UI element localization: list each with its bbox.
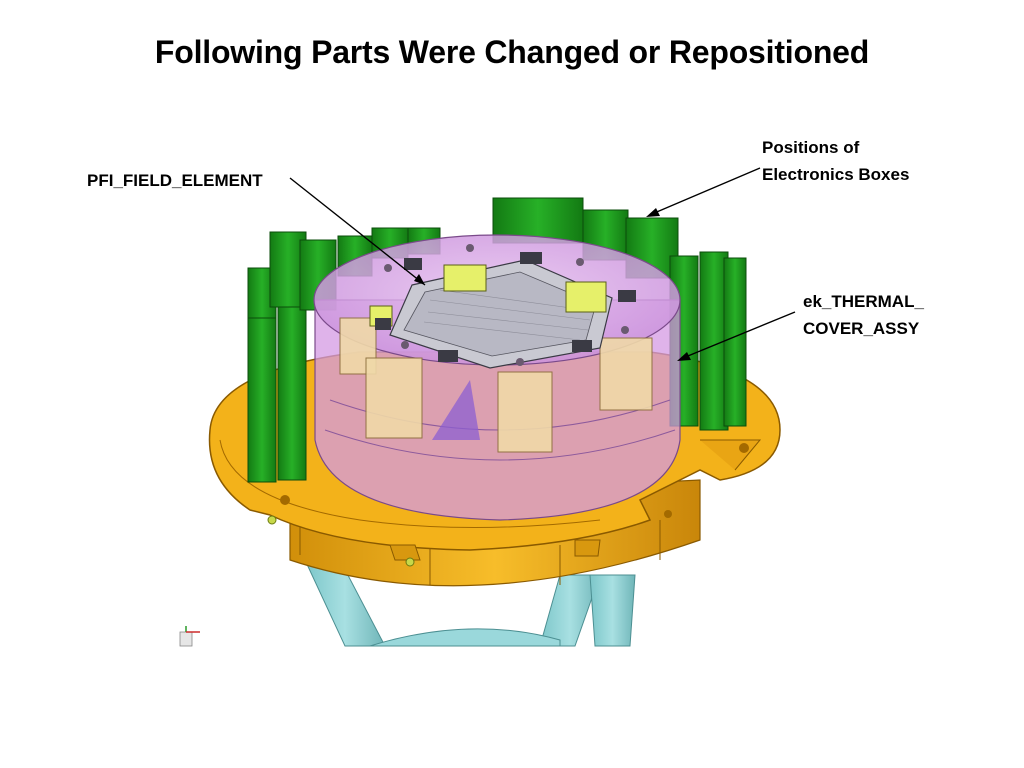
callout-thermal-cover-line2: COVER_ASSY bbox=[803, 319, 920, 338]
callout-thermal-cover-line1: ek_THERMAL_ bbox=[803, 292, 924, 311]
callout-electronics-boxes: Positions of Electronics Boxes bbox=[762, 134, 909, 188]
callout-electronics-boxes-line2: Electronics Boxes bbox=[762, 165, 910, 184]
arrow-electronics-boxes bbox=[651, 167, 761, 215]
support-struts bbox=[304, 559, 636, 647]
arrow-pfi-field-element bbox=[289, 177, 426, 286]
arrow-thermal-cover bbox=[682, 311, 796, 359]
callout-arrows bbox=[289, 167, 796, 361]
callout-pfi-field-element: PFI_FIELD_ELEMENT bbox=[87, 171, 263, 190]
callout-electronics-boxes-line1: Positions of bbox=[762, 138, 860, 157]
page-title: Following Parts Were Changed or Repositi… bbox=[154, 34, 870, 70]
callout-thermal-cover: ek_THERMAL_ COVER_ASSY bbox=[803, 288, 924, 342]
pfi-field-element bbox=[369, 244, 636, 369]
inner-brackets bbox=[339, 317, 653, 453]
axis-triad-icon bbox=[179, 626, 200, 647]
